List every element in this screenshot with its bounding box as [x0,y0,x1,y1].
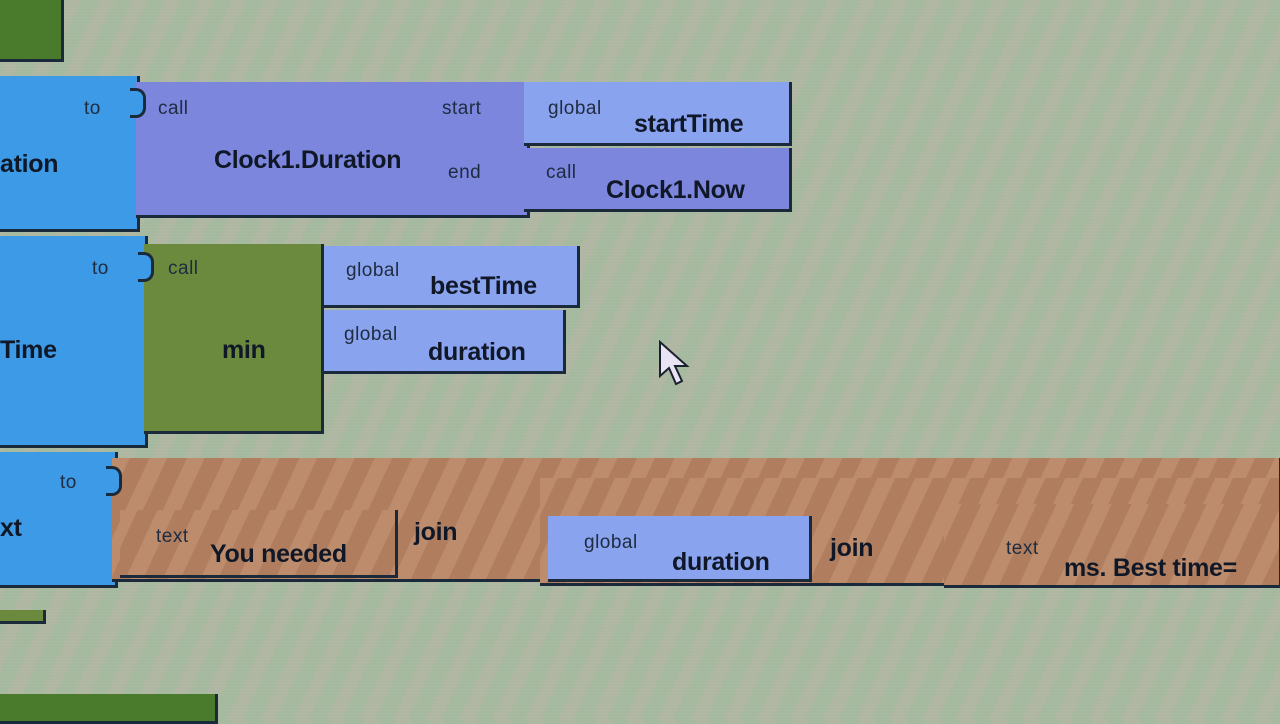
socket-notch [130,88,146,118]
global-duration-block[interactable]: global duration [324,310,566,374]
global-label: global [584,532,638,553]
clock-duration-call-block[interactable]: call Clock1.Duration start end [130,82,530,218]
join-label: join [830,534,874,562]
variable-name: startTime [634,110,744,138]
clock-now-call-block[interactable]: call Clock1.Now [524,148,792,212]
global-label: global [548,98,602,119]
to-label: to [92,258,109,279]
text-value: ms. Best time= [1064,554,1237,582]
variable-name: duration [428,338,526,366]
variable-name: bestTime [430,272,537,300]
end-label: end [448,162,482,183]
method-name: Clock1.Now [606,176,745,204]
min-call-block[interactable]: call min [138,244,324,434]
to-label: to [60,472,77,493]
join-label: join [414,518,458,546]
socket-notch [106,466,122,496]
method-name: Clock1.Duration [214,146,402,174]
call-label: call [168,258,199,279]
global-label: global [346,260,400,281]
text-label: text [156,526,189,547]
start-label: start [442,98,482,119]
global-besttime-block[interactable]: global bestTime [324,246,580,308]
set-duration-block[interactable]: to ation [0,76,140,232]
setter-name: Time [0,336,57,364]
text-you-needed-block[interactable]: text You needed [120,510,398,578]
mouse-cursor-icon [659,340,690,386]
setter-name: ation [0,150,59,178]
set-besttime-block[interactable]: to Time [0,236,148,448]
partial-block-top[interactable] [0,0,64,62]
text-label: text [1006,538,1039,559]
text-best-time-block[interactable]: text ms. Best time= [944,504,1280,588]
set-text-block[interactable]: to xt [0,452,118,588]
to-label: to [84,98,101,119]
global-starttime-block[interactable]: global startTime [524,82,792,146]
collapsed-block[interactable] [0,610,46,624]
global-label: global [344,324,398,345]
method-name: min [222,336,266,364]
global-duration-block[interactable]: global duration [548,516,812,582]
variable-name: duration [672,548,770,576]
setter-name: xt [0,514,22,542]
socket-notch [138,252,154,282]
text-value: You needed [210,540,347,568]
call-label: call [158,98,189,119]
call-label: call [546,162,577,183]
